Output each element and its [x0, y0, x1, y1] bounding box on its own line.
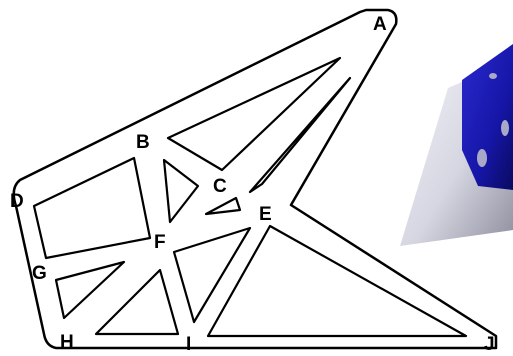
- cutout-abc: [168, 58, 340, 170]
- node-label-j: J: [484, 334, 495, 355]
- cutout-fei: [174, 228, 250, 322]
- render-illustration: [400, 44, 513, 246]
- node-label-h: H: [60, 332, 74, 353]
- cube-pip: [477, 149, 487, 167]
- cutout-eij: [208, 226, 466, 336]
- cube-pip: [489, 73, 497, 79]
- cutout-bcf: [164, 160, 198, 222]
- node-label-a: A: [373, 14, 387, 35]
- cutout-c-small: [206, 198, 240, 214]
- cutout-hfi: [96, 270, 178, 334]
- node-label-d: D: [10, 191, 24, 212]
- cutout-gfh: [56, 262, 124, 318]
- node-label-f: F: [154, 232, 166, 253]
- node-label-g: G: [32, 263, 47, 284]
- node-label-b: B: [136, 132, 150, 153]
- node-label-c: C: [213, 176, 227, 197]
- cutout-dbf: [34, 158, 150, 258]
- cube-pip: [501, 120, 509, 136]
- truss-cutouts: [34, 58, 466, 336]
- node-label-i: I: [186, 334, 191, 355]
- node-label-e: E: [259, 204, 272, 225]
